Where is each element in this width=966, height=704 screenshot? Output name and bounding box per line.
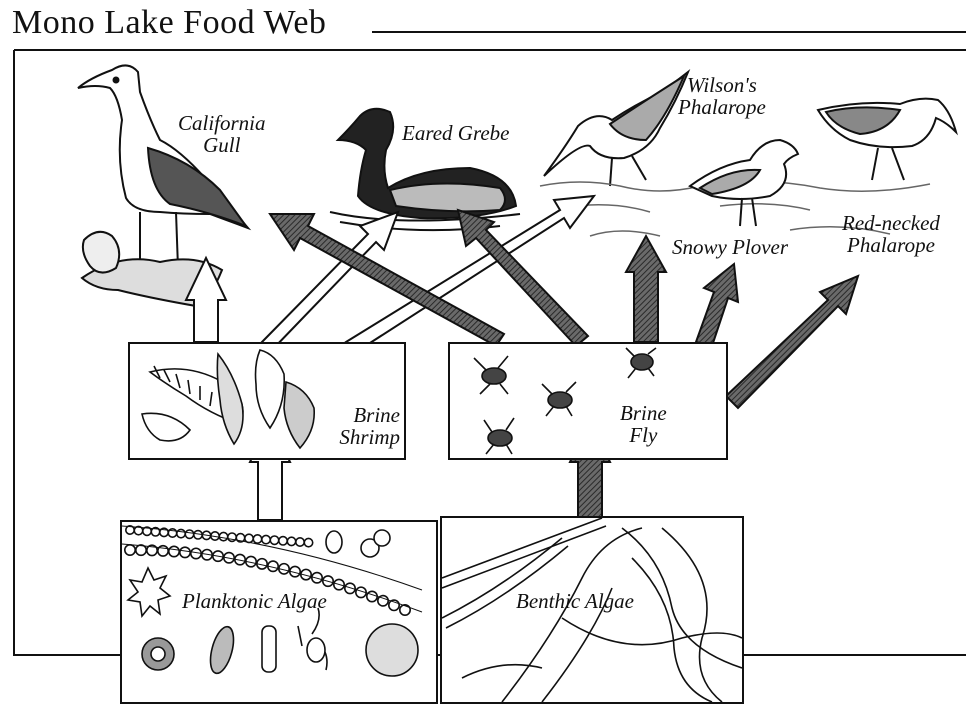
- red-necked-phalarope-illustration: [818, 99, 956, 180]
- arrow-brine-fly-to-wilsons-phalarope: [696, 264, 738, 346]
- brine-fly-illustration: [450, 344, 726, 458]
- california-gull-illustration: [78, 65, 248, 306]
- diagram-title: Mono Lake Food Web: [12, 4, 326, 42]
- arrow-brine-fly-to-red-necked-phalarope: [726, 276, 858, 408]
- arrow-brine-fly-to-snowy-plover: [626, 236, 666, 342]
- benthic-algae-box: Benthic Algae: [440, 516, 744, 704]
- eared-grebe-label: Eared Grebe: [402, 122, 510, 144]
- planktonic-algae-label: Planktonic Algae: [182, 590, 327, 612]
- snowy-plover-label: Snowy Plover: [672, 236, 788, 258]
- snowy-plover-illustration: [690, 140, 798, 226]
- planktonic-algae-box: Planktonic Algae: [120, 520, 438, 704]
- wilsons-phalarope-illustration: [544, 72, 688, 186]
- benthic-algae-label: Benthic Algae: [516, 590, 634, 612]
